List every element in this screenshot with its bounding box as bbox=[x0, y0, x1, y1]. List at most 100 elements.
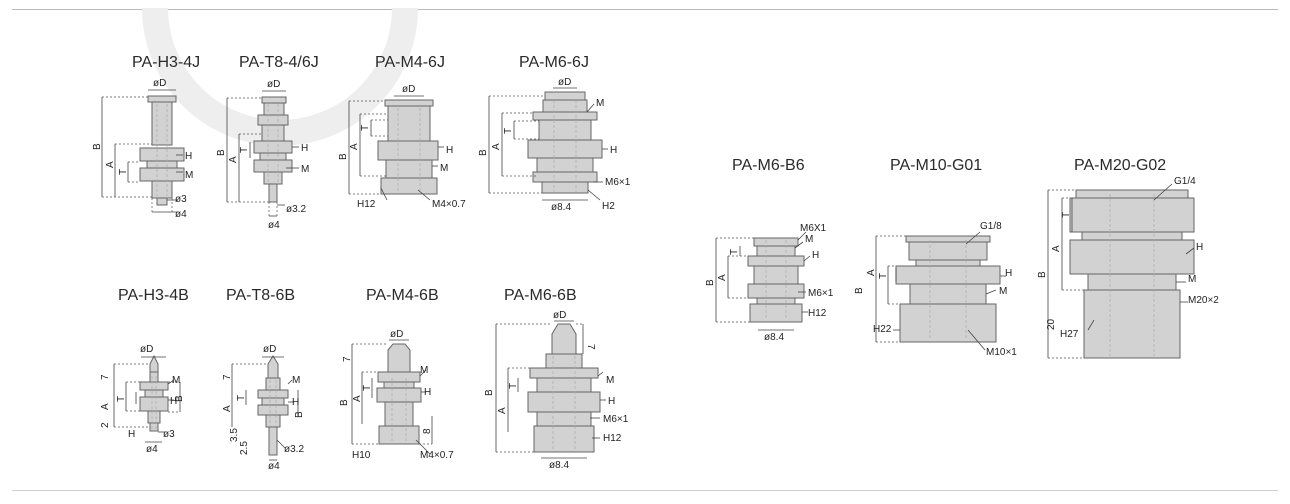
lbl-h34j-H: H bbox=[185, 151, 192, 162]
lbl-m66b-M6x1: M6×1 bbox=[603, 414, 629, 425]
lbl-m46j-A: A bbox=[349, 143, 360, 150]
lbl-t86b-B: B bbox=[294, 411, 305, 418]
lbl-t86b-H: H bbox=[292, 397, 299, 408]
lbl-t846j-B: B bbox=[216, 149, 227, 156]
title-pa-m4-6b: PA-M4-6B bbox=[366, 287, 439, 304]
lbl-m10g01-H: H bbox=[1005, 268, 1012, 279]
lbl-t846j-phi32: ø3.2 bbox=[286, 204, 306, 215]
lbl-m46b-8: 8 bbox=[422, 428, 433, 434]
lbl-m6b6-M6X1: M6X1 bbox=[800, 223, 827, 234]
lbl-m46j-B: B bbox=[338, 153, 349, 160]
drawing-pa-h3-4j bbox=[101, 89, 185, 214]
lbl-m20g02-G14: G1/4 bbox=[1174, 176, 1196, 187]
lbl-h34j-T: T bbox=[118, 169, 129, 175]
lbl-m20g02-H: H bbox=[1196, 242, 1203, 253]
drawing-pa-m6-6j bbox=[488, 87, 608, 201]
lbl-t86b-phi4: ø4 bbox=[268, 461, 280, 472]
lbl-t86b-A: A bbox=[222, 405, 233, 412]
lbl-m46j-H: H bbox=[446, 145, 453, 156]
lbl-t846j-M: M bbox=[301, 164, 309, 175]
lbl-m6b6-H: H bbox=[812, 250, 819, 261]
lbl-m66b-H: H bbox=[608, 396, 615, 407]
lbl-m10g01-G18: G1/8 bbox=[980, 221, 1002, 232]
lbl-m6b6-A: A bbox=[717, 274, 728, 281]
drawing-pa-m6-b6 bbox=[715, 231, 811, 331]
lbl-t86b-7: 7 bbox=[222, 374, 233, 380]
title-pa-t8-4-6j: PA-T8-4/6J bbox=[239, 54, 319, 71]
lbl-h34b-H: H bbox=[170, 396, 177, 407]
drawing-pa-t8-6b bbox=[231, 355, 299, 461]
lbl-m6b6-T: T bbox=[729, 249, 740, 255]
lbl-m6b6-phi84: ø8.4 bbox=[764, 332, 784, 343]
lbl-m46j-phiD: øD bbox=[402, 84, 415, 95]
lbl-m20g02-20: 20 bbox=[1046, 318, 1057, 330]
page-frame bbox=[12, 9, 1278, 491]
lbl-h34j-phi3: ø3 bbox=[175, 194, 187, 205]
lbl-m66j-B: B bbox=[478, 149, 489, 156]
drawing-pa-h3-4b bbox=[113, 354, 181, 443]
drawing-pa-t8-4-6j bbox=[226, 90, 299, 218]
title-pa-m4-6j: PA-M4-6J bbox=[375, 54, 445, 71]
title-pa-m6-6b: PA-M6-6B bbox=[504, 287, 577, 304]
lbl-m6b6-B: B bbox=[705, 279, 716, 286]
lbl-t846j-H: H bbox=[301, 143, 308, 154]
lbl-m6b6-H12: H12 bbox=[808, 308, 827, 319]
lbl-m66b-B: B bbox=[484, 389, 495, 396]
lbl-m10g01-A: A bbox=[866, 269, 877, 276]
lbl-t86b-M: M bbox=[292, 375, 300, 386]
lbl-h34b-phi3: ø3 bbox=[163, 429, 175, 440]
lbl-m66b-T: T bbox=[508, 383, 519, 389]
lbl-m10g01-T: T bbox=[878, 273, 889, 279]
lbl-m20g02-M20x2: M20×2 bbox=[1188, 295, 1219, 306]
lbl-t846j-phiD: øD bbox=[267, 79, 280, 90]
lbl-h34j-phi4: ø4 bbox=[175, 209, 187, 220]
lbl-m66j-phiD: øD bbox=[558, 77, 571, 88]
lbl-h34b-B: B bbox=[174, 395, 185, 402]
title-pa-t8-6b: PA-T8-6B bbox=[226, 287, 296, 304]
lbl-h34b-T: T bbox=[116, 396, 127, 402]
lbl-h34b-7: 7 bbox=[100, 374, 111, 380]
lbl-m10g01-M10x1: M10×1 bbox=[986, 347, 1017, 358]
lbl-m20g02-B: B bbox=[1037, 271, 1048, 278]
lbl-m46b-A: A bbox=[352, 395, 363, 402]
lbl-t86b-phi32: ø3.2 bbox=[284, 444, 304, 455]
lbl-m66b-phi84: ø8.4 bbox=[549, 460, 569, 471]
title-pa-h3-4b: PA-H3-4B bbox=[118, 287, 189, 304]
lbl-h34b-A: A bbox=[100, 403, 111, 410]
lbl-h34b-2: 2 bbox=[100, 422, 111, 428]
lbl-h34b-H-low: H bbox=[128, 429, 135, 440]
lbl-m20g02-H27: H27 bbox=[1060, 329, 1079, 340]
lbl-m46b-H: H bbox=[424, 387, 431, 398]
lbl-t86b-35: 3.5 bbox=[229, 428, 240, 442]
lbl-m66j-M6x1: M6×1 bbox=[605, 177, 631, 188]
lbl-m10g01-B: B bbox=[854, 287, 865, 294]
lbl-m66b-A: A bbox=[497, 407, 508, 414]
lbl-t86b-phiD: øD bbox=[263, 344, 276, 355]
lbl-h34j-A: A bbox=[105, 161, 116, 168]
lbl-m46b-phiD: øD bbox=[390, 329, 403, 340]
lbl-m66b-H12: H12 bbox=[603, 433, 622, 444]
drawing-pa-m4-6j bbox=[348, 95, 444, 201]
lbl-t846j-A: A bbox=[228, 156, 239, 163]
title-pa-m20-g02: PA-M20-G02 bbox=[1074, 157, 1167, 174]
title-pa-h3-4j: PA-H3-4J bbox=[132, 54, 201, 71]
lbl-m46b-H10: H10 bbox=[352, 450, 371, 461]
lbl-m66j-T: T bbox=[503, 128, 514, 134]
lbl-m46j-M4x07: M4×0.7 bbox=[432, 199, 466, 210]
drawing-pa-m4-6b bbox=[351, 339, 433, 455]
lbl-t846j-phi4: ø4 bbox=[268, 220, 280, 231]
lbl-m46j-T: T bbox=[360, 125, 371, 131]
lbl-m66j-A: A bbox=[491, 143, 502, 150]
lbl-m46b-M4x07: M4×0.7 bbox=[420, 450, 454, 461]
lbl-m46j-M: M bbox=[440, 163, 448, 174]
lbl-t846j-T: T bbox=[239, 147, 250, 153]
lbl-m66b-phiD: øD bbox=[553, 310, 566, 321]
lbl-h34j-B: B bbox=[92, 143, 103, 150]
lbl-m6b6-M6x1: M6×1 bbox=[808, 288, 834, 299]
lbl-h34b-phiD: øD bbox=[140, 344, 153, 355]
lbl-h34b-phi4: ø4 bbox=[146, 444, 158, 455]
lbl-m46b-B: B bbox=[339, 399, 350, 406]
lbl-m10g01-M: M bbox=[999, 286, 1007, 297]
